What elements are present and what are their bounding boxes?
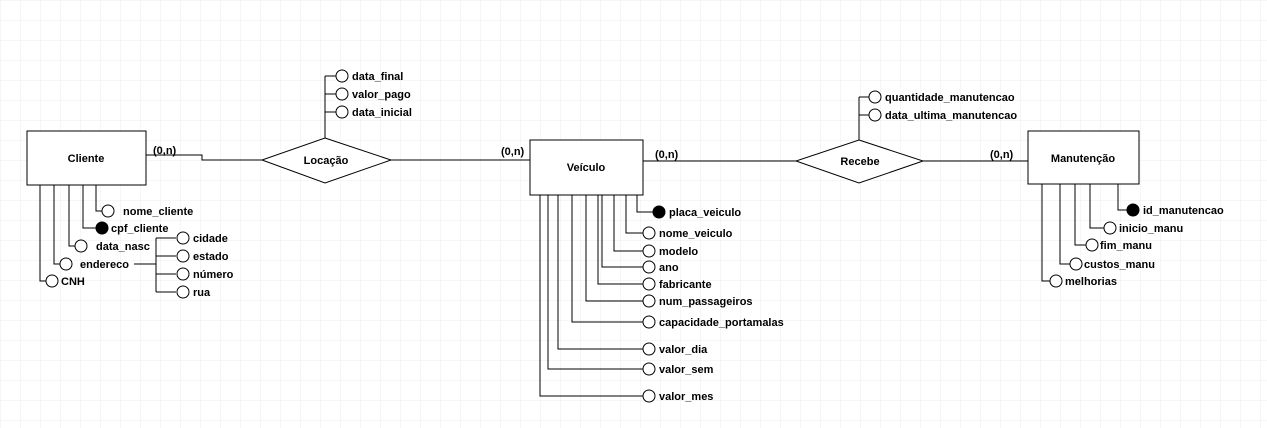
svg-text:melhorias: melhorias: [1065, 276, 1117, 288]
svg-text:valor_dia: valor_dia: [659, 344, 708, 356]
svg-text:fim_manu: fim_manu: [1100, 240, 1152, 252]
svg-text:capacidade_portamalas: capacidade_portamalas: [659, 317, 784, 329]
svg-text:rua: rua: [193, 287, 211, 299]
entity-veiculo-label: Veículo: [567, 162, 606, 174]
svg-text:fabricante: fabricante: [659, 279, 712, 291]
attr-placa-veiculo-key[interactable]: placa_veiculo: [652, 205, 741, 219]
svg-text:data_final: data_final: [352, 71, 403, 83]
svg-text:data_inicial: data_inicial: [352, 107, 412, 119]
entity-veiculo[interactable]: Veículo: [529, 139, 644, 196]
attr-modelo[interactable]: modelo: [642, 244, 698, 258]
attr-data-ultima-manutencao[interactable]: data_ultima_manutencao: [868, 108, 1017, 122]
attr-melhorias[interactable]: melhorias: [1049, 274, 1117, 288]
svg-text:cidade: cidade: [193, 233, 228, 245]
cardinality-recebe-manutencao: (0,n): [990, 149, 1014, 161]
svg-text:valor_pago: valor_pago: [352, 89, 411, 101]
attr-cnh[interactable]: CNH: [45, 274, 85, 288]
entity-cliente[interactable]: Cliente: [26, 130, 147, 186]
attr-valor-mes[interactable]: valor_mes: [642, 389, 713, 403]
svg-text:data_nasc: data_nasc: [96, 241, 150, 253]
attr-nome-veiculo[interactable]: nome_veiculo: [642, 226, 733, 240]
attr-id-manutencao-key[interactable]: id_manutencao: [1126, 203, 1224, 217]
svg-text:quantidade_manutencao: quantidade_manutencao: [885, 92, 1015, 104]
svg-text:ano: ano: [659, 262, 679, 274]
entity-manutencao[interactable]: Manutenção: [1027, 130, 1140, 185]
attr-quantidade-manutencao[interactable]: quantidade_manutencao: [868, 90, 1015, 104]
attr-data-final[interactable]: data_final: [335, 69, 403, 83]
attr-valor-pago[interactable]: valor_pago: [335, 87, 411, 101]
svg-text:custos_manu: custos_manu: [1084, 259, 1155, 271]
attr-cidade[interactable]: cidade: [176, 231, 228, 245]
attr-nome-cliente[interactable]: nome_cliente: [101, 204, 193, 218]
svg-text:inicio_manu: inicio_manu: [1119, 223, 1183, 235]
svg-text:endereco: endereco: [80, 259, 129, 271]
cardinality-cliente-locacao: (0,n): [153, 145, 177, 157]
svg-text:modelo: modelo: [659, 246, 698, 258]
connector-lines: [39, 75, 1128, 397]
attr-estado[interactable]: estado: [176, 249, 229, 263]
svg-text:placa_veiculo: placa_veiculo: [669, 207, 741, 219]
attr-fabricante[interactable]: fabricante: [642, 277, 712, 291]
attr-cpf-cliente-key[interactable]: cpf_cliente: [95, 221, 168, 235]
cardinality-locacao-veiculo: (0,n): [501, 146, 525, 158]
relationship-locacao[interactable]: Locação: [260, 137, 393, 184]
cardinality-veiculo-recebe: (0,n): [655, 149, 679, 161]
svg-text:nome_veiculo: nome_veiculo: [659, 228, 733, 240]
attr-rua[interactable]: rua: [176, 285, 211, 299]
attr-valor-sem[interactable]: valor_sem: [642, 362, 714, 376]
relationship-locacao-label: Locação: [304, 155, 349, 167]
attr-custos-manu[interactable]: custos_manu: [1069, 257, 1155, 271]
attr-capacidade-portamalas[interactable]: capacidade_portamalas: [642, 315, 784, 329]
svg-text:data_ultima_manutencao: data_ultima_manutencao: [885, 110, 1017, 122]
entity-manutencao-label: Manutenção: [1051, 153, 1115, 165]
svg-text:valor_mes: valor_mes: [659, 391, 713, 403]
attr-data-inicial[interactable]: data_inicial: [335, 105, 412, 119]
attr-data-nasc[interactable]: data_nasc: [74, 239, 150, 253]
attr-endereco[interactable]: endereco: [59, 257, 129, 271]
svg-text:valor_sem: valor_sem: [659, 364, 714, 376]
svg-text:num_passageiros: num_passageiros: [659, 296, 753, 308]
svg-text:cpf_cliente: cpf_cliente: [111, 223, 168, 235]
relationship-recebe[interactable]: Recebe: [794, 139, 925, 184]
attr-inicio-manu[interactable]: inicio_manu: [1103, 221, 1183, 235]
attr-num-passageiros[interactable]: num_passageiros: [642, 294, 753, 308]
attr-ano[interactable]: ano: [642, 260, 679, 274]
attr-numero[interactable]: número: [176, 267, 234, 281]
svg-text:número: número: [193, 269, 234, 281]
entity-cliente-label: Cliente: [68, 153, 105, 165]
svg-text:id_manutencao: id_manutencao: [1143, 205, 1224, 217]
svg-text:estado: estado: [193, 251, 229, 263]
attr-valor-dia[interactable]: valor_dia: [642, 342, 708, 356]
svg-text:nome_cliente: nome_cliente: [123, 206, 193, 218]
relationship-recebe-label: Recebe: [840, 156, 879, 168]
attr-fim-manu[interactable]: fim_manu: [1085, 238, 1152, 252]
svg-text:CNH: CNH: [61, 276, 85, 288]
